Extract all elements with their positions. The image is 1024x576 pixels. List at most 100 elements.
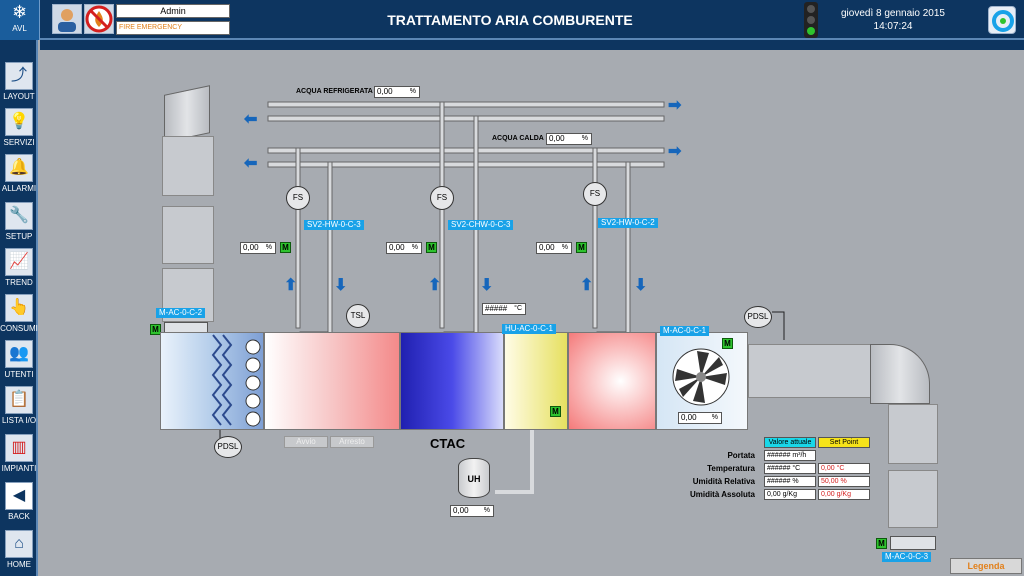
arrow-down-icon: ⬇ bbox=[480, 277, 494, 294]
lista-io-icon: 📋 bbox=[5, 386, 33, 414]
acqua-refrigerata-label: ACQUA REFRIGERATA bbox=[296, 88, 373, 95]
sidebar-label: IMPIANTI bbox=[1, 464, 37, 473]
row-umidita-assoluta-setpoint[interactable]: 0,00 g/Kg bbox=[818, 489, 870, 500]
arrow-left-icon: ⬅ bbox=[244, 155, 258, 172]
arrow-up-icon: ⬆ bbox=[580, 277, 594, 294]
arrow-down-icon: ⬇ bbox=[634, 277, 648, 294]
layout-icon: ⤴ bbox=[5, 62, 33, 90]
valve-3-tag[interactable]: SV2-HW-0-C-2 bbox=[598, 218, 658, 228]
sidebar-item-utenti[interactable]: 👥 UTENTI bbox=[0, 338, 38, 384]
unit-text: m³/h bbox=[792, 452, 807, 459]
user-button[interactable] bbox=[52, 4, 82, 34]
piping-diagram bbox=[219, 101, 785, 494]
sidebar: ⤴LAYOUT 💡SERVIZI 🔔ALLARMI 🔧SETUP 📈TREND … bbox=[0, 40, 38, 576]
fan-motor-button[interactable]: M bbox=[722, 338, 733, 349]
sidebar-item-allarmi[interactable]: 🔔ALLARMI bbox=[0, 152, 38, 198]
value-text: ###### bbox=[767, 478, 791, 485]
snowflake-icon: ❄ bbox=[11, 2, 28, 22]
row-portata-label: Portata bbox=[727, 451, 755, 460]
flow-switch-2[interactable]: FS bbox=[430, 186, 454, 210]
trend-icon: 📈 bbox=[5, 248, 33, 276]
valve-1-tag[interactable]: SV2-HW-0-C-3 bbox=[304, 220, 364, 230]
arrow-right-icon: ➡ bbox=[668, 97, 682, 114]
uh-tank[interactable]: UH bbox=[458, 458, 490, 498]
top-bar: ❄ AVL Admin FIRE EMERGENCY TRATTAMENTO A… bbox=[0, 0, 1024, 40]
damper-in-tag[interactable]: M-AC-0-C-2 bbox=[156, 308, 206, 318]
unit-text: % bbox=[411, 244, 418, 251]
sidebar-item-home[interactable]: ⌂HOME bbox=[0, 528, 38, 574]
sidebar-label: BACK bbox=[8, 512, 30, 521]
valve-1-motor-button[interactable]: M bbox=[280, 242, 291, 253]
unit-text: % bbox=[792, 478, 799, 485]
acqua-refrigerata-value: 0,00% bbox=[374, 86, 420, 98]
valve-2-tag[interactable]: SV2-CHW-0-C-3 bbox=[448, 220, 514, 230]
damper-out-motor-button[interactable]: M bbox=[876, 538, 887, 549]
sidebar-item-consumi[interactable]: 👆CONSUMI bbox=[0, 292, 38, 338]
arresto-button[interactable]: Arresto bbox=[330, 436, 374, 448]
no-fire-icon bbox=[85, 5, 113, 33]
pdsl-fan-sensor[interactable]: PDSL bbox=[744, 306, 772, 328]
row-temperatura-label: Temperatura bbox=[707, 464, 755, 473]
value-text: 0,00 bbox=[821, 491, 835, 498]
value-text: 50,00 bbox=[821, 478, 839, 485]
sidebar-label: CONSUMI bbox=[0, 324, 38, 333]
sidebar-item-trend[interactable]: 📈 TREND bbox=[0, 246, 38, 292]
sidebar-item-layout[interactable]: ⤴ LAYOUT bbox=[0, 60, 38, 106]
pdsl-filter-sensor[interactable]: PDSL bbox=[214, 436, 242, 458]
impianti-icon: ▥ bbox=[5, 434, 33, 462]
servizi-icon: 💡 bbox=[5, 108, 33, 136]
row-temperatura-setpoint[interactable]: 0,00 °C bbox=[818, 463, 870, 474]
legenda-button[interactable]: Legenda bbox=[950, 558, 1022, 574]
sidebar-label: TREND bbox=[5, 278, 33, 287]
fire-emergency-button[interactable] bbox=[84, 4, 114, 34]
row-umidita-assoluta-actual: 0,00 g/Kg bbox=[764, 489, 816, 500]
utenti-icon: 👥 bbox=[5, 340, 33, 368]
inlet-duct-mid bbox=[162, 206, 214, 264]
cooling-coil-section bbox=[400, 332, 504, 430]
value-text: ##### bbox=[485, 304, 508, 313]
ctac-label: CTAC bbox=[430, 436, 466, 451]
allarmi-icon: 🔔 bbox=[5, 154, 33, 182]
arrow-left-icon: ⬅ bbox=[244, 111, 258, 128]
arrow-up-icon: ⬆ bbox=[428, 277, 442, 294]
valve-3-motor-button[interactable]: M bbox=[576, 242, 587, 253]
arrow-up-icon: ⬆ bbox=[284, 277, 298, 294]
valve-2-motor-button[interactable]: M bbox=[426, 242, 437, 253]
sidebar-item-setup[interactable]: 🔧SETUP bbox=[0, 200, 38, 246]
user-icon bbox=[58, 9, 76, 32]
unit-text: % bbox=[561, 244, 568, 251]
sidebar-item-servizi[interactable]: 💡SERVIZI bbox=[0, 106, 38, 152]
damper-in-motor-button[interactable]: M bbox=[150, 324, 161, 335]
value-text: 0,00 bbox=[549, 134, 565, 143]
humidifier-tag[interactable]: HU-AC-0-C-1 bbox=[502, 324, 556, 334]
sidebar-item-lista-io[interactable]: 📋LISTA I/O bbox=[0, 384, 38, 430]
row-umidita-relativa-label: Umidità Relativa bbox=[692, 477, 755, 486]
arrow-down-icon: ⬇ bbox=[334, 277, 348, 294]
unit-text: % bbox=[265, 244, 272, 251]
damper-out-tag[interactable]: M-AC-0-C-3 bbox=[882, 552, 932, 562]
logo[interactable]: ❄ AVL bbox=[0, 0, 40, 40]
value-text: 0,00 bbox=[243, 243, 259, 252]
row-umidita-relativa-setpoint[interactable]: 50,00 % bbox=[818, 476, 870, 487]
fan-icon bbox=[672, 348, 730, 406]
row-umidita-relativa-actual: ###### % bbox=[764, 476, 816, 487]
sidebar-item-back[interactable]: ◀BACK bbox=[0, 480, 38, 526]
avvio-button[interactable]: Avvio bbox=[284, 436, 328, 448]
emergency-status: FIRE EMERGENCY bbox=[116, 21, 230, 35]
flow-switch-1[interactable]: FS bbox=[286, 186, 310, 210]
row-umidita-assoluta-label: Umidità Assoluta bbox=[689, 490, 755, 499]
fan-tag[interactable]: M-AC-0-C-1 bbox=[660, 326, 710, 336]
tsl-sensor[interactable]: TSL bbox=[346, 304, 370, 328]
corner-logo-icon[interactable] bbox=[988, 6, 1016, 34]
humidifier-motor-button[interactable]: M bbox=[550, 406, 561, 417]
sidebar-item-impianti[interactable]: ▥ IMPIANTI bbox=[0, 432, 38, 478]
sidebar-label: LAYOUT bbox=[3, 92, 35, 101]
outlet-duct-down-2 bbox=[888, 470, 938, 528]
logo-label: AVL bbox=[12, 24, 27, 33]
sidebar-label: UTENTI bbox=[4, 370, 34, 379]
unit-text: °C bbox=[514, 305, 522, 312]
flow-switch-3[interactable]: FS bbox=[583, 182, 607, 206]
damper-out[interactable] bbox=[890, 536, 936, 550]
value-text: 0,00 bbox=[377, 87, 393, 96]
home-icon: ⌂ bbox=[5, 530, 33, 558]
